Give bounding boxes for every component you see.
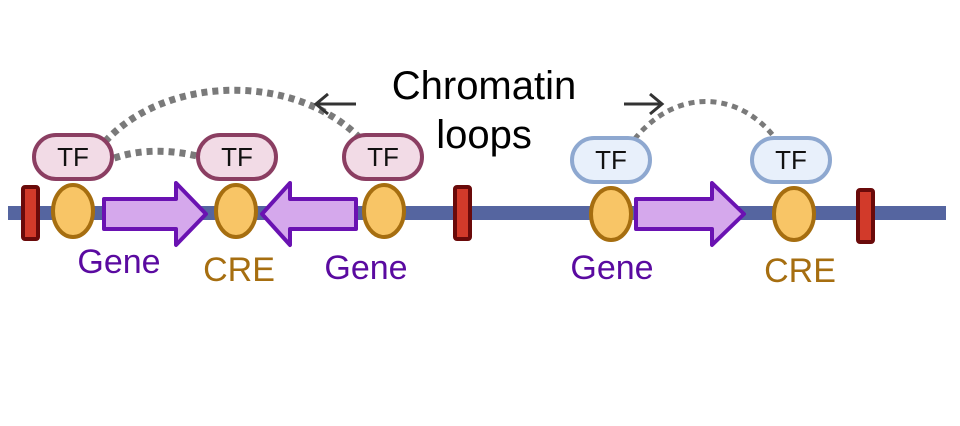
cre-site-2 — [214, 183, 258, 239]
cre-site-1 — [51, 183, 95, 239]
gene-label-2: Gene — [324, 249, 407, 287]
arrow-right-icon — [624, 92, 665, 116]
cre-site-3 — [362, 183, 406, 239]
gene-arrow-1 — [102, 181, 208, 247]
boundary-element-right — [856, 188, 875, 244]
chromatin-loop-long — [95, 86, 375, 155]
title-line-2: loops — [436, 113, 532, 157]
tf-label: TF — [367, 142, 399, 172]
cre-site-4 — [589, 186, 633, 242]
tf-pink-2: TF — [196, 133, 278, 181]
boundary-element-left — [21, 185, 40, 241]
chromatin-loop-short — [102, 147, 214, 166]
tf-pink-1: TF — [32, 133, 114, 181]
arrow-left-icon — [313, 92, 356, 116]
gene-label-1: Gene — [77, 243, 160, 281]
cre-label-2: CRE — [764, 252, 836, 290]
tf-pink-3: TF — [342, 133, 424, 181]
cre-site-5 — [772, 186, 816, 242]
tf-label: TF — [221, 142, 253, 172]
tf-label: TF — [775, 145, 807, 175]
chromatin-loop-right — [625, 99, 781, 150]
tf-blue-1: TF — [570, 136, 652, 184]
gene-arrow-3 — [634, 181, 746, 247]
tf-blue-2: TF — [750, 136, 832, 184]
tf-label: TF — [595, 145, 627, 175]
boundary-element-middle — [453, 185, 472, 241]
gene-arrow-2 — [260, 181, 358, 247]
title-line-1: Chromatin — [392, 64, 577, 108]
tf-label: TF — [57, 142, 89, 172]
cre-label-1: CRE — [203, 251, 275, 289]
gene-label-3: Gene — [570, 249, 653, 287]
